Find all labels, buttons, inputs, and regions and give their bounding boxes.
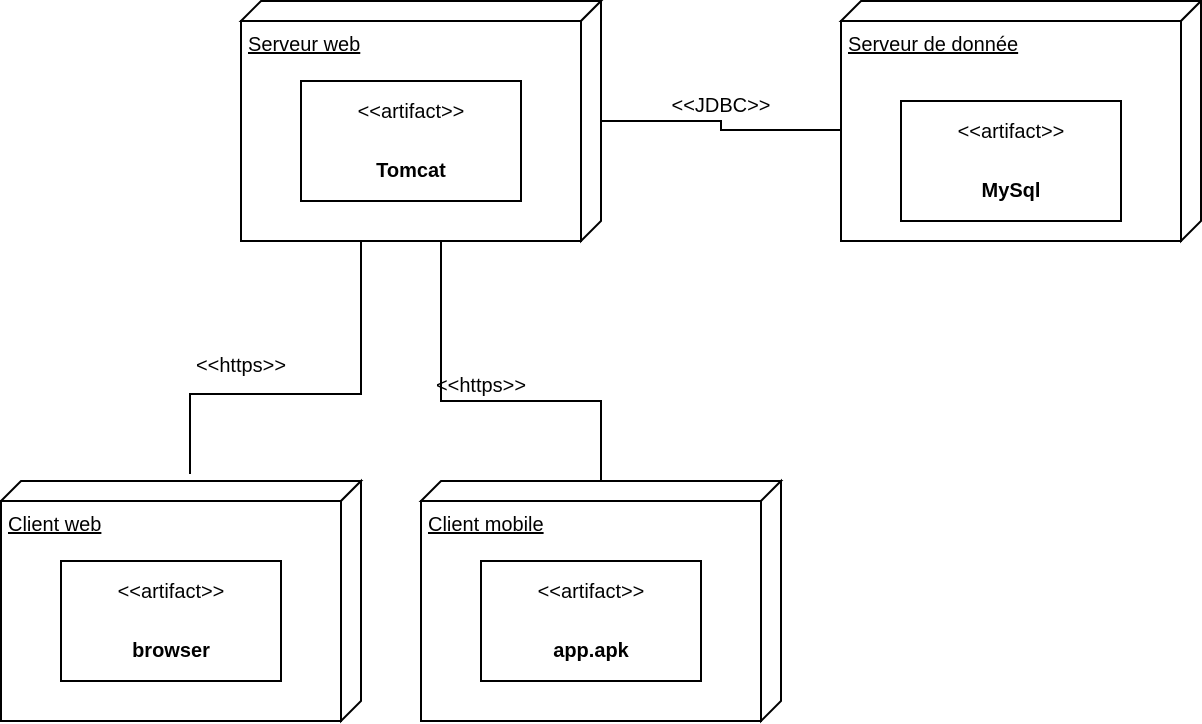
connector-https-client-web: [189, 241, 362, 474]
artifact-mysql[interactable]: [900, 100, 1122, 222]
node-serveur-web[interactable]: [238, 0, 604, 244]
artifact-stereotype-browser: <<artifact>>: [118, 581, 225, 603]
artifact-stereotype-tomcat: <<artifact>>: [358, 101, 465, 123]
connector-label-https-client-mobile: <<https>>: [436, 375, 526, 397]
connector-jdbc: [601, 120, 841, 131]
node-title-client-web: Client web: [8, 514, 101, 536]
artifact-name-app-apk: app.apk: [553, 640, 629, 662]
artifact-stereotype-mysql: <<artifact>>: [958, 121, 1065, 143]
node-title-client-mobile: Client mobile: [428, 514, 544, 536]
node-title-serveur-web: Serveur web: [248, 34, 360, 56]
artifact-name-browser: browser: [132, 640, 210, 662]
artifact-app-apk[interactable]: [480, 560, 702, 682]
node-serveur-de-donnee[interactable]: [838, 0, 1202, 244]
node-title-serveur-de-donnee: Serveur de donnée: [848, 34, 1018, 56]
artifact-browser[interactable]: [60, 560, 282, 682]
artifact-tomcat[interactable]: [300, 80, 522, 202]
artifact-name-tomcat: Tomcat: [376, 160, 446, 182]
node-client-web[interactable]: [0, 478, 364, 724]
connector-label-jdbc: <<JDBC>>: [672, 95, 771, 117]
connector-label-https-client-web: <<https>>: [196, 355, 286, 377]
artifact-name-mysql: MySql: [982, 180, 1041, 202]
artifact-stereotype-app-apk: <<artifact>>: [538, 581, 645, 603]
node-client-mobile[interactable]: [418, 478, 784, 724]
connector-https-client-mobile: [440, 241, 602, 481]
